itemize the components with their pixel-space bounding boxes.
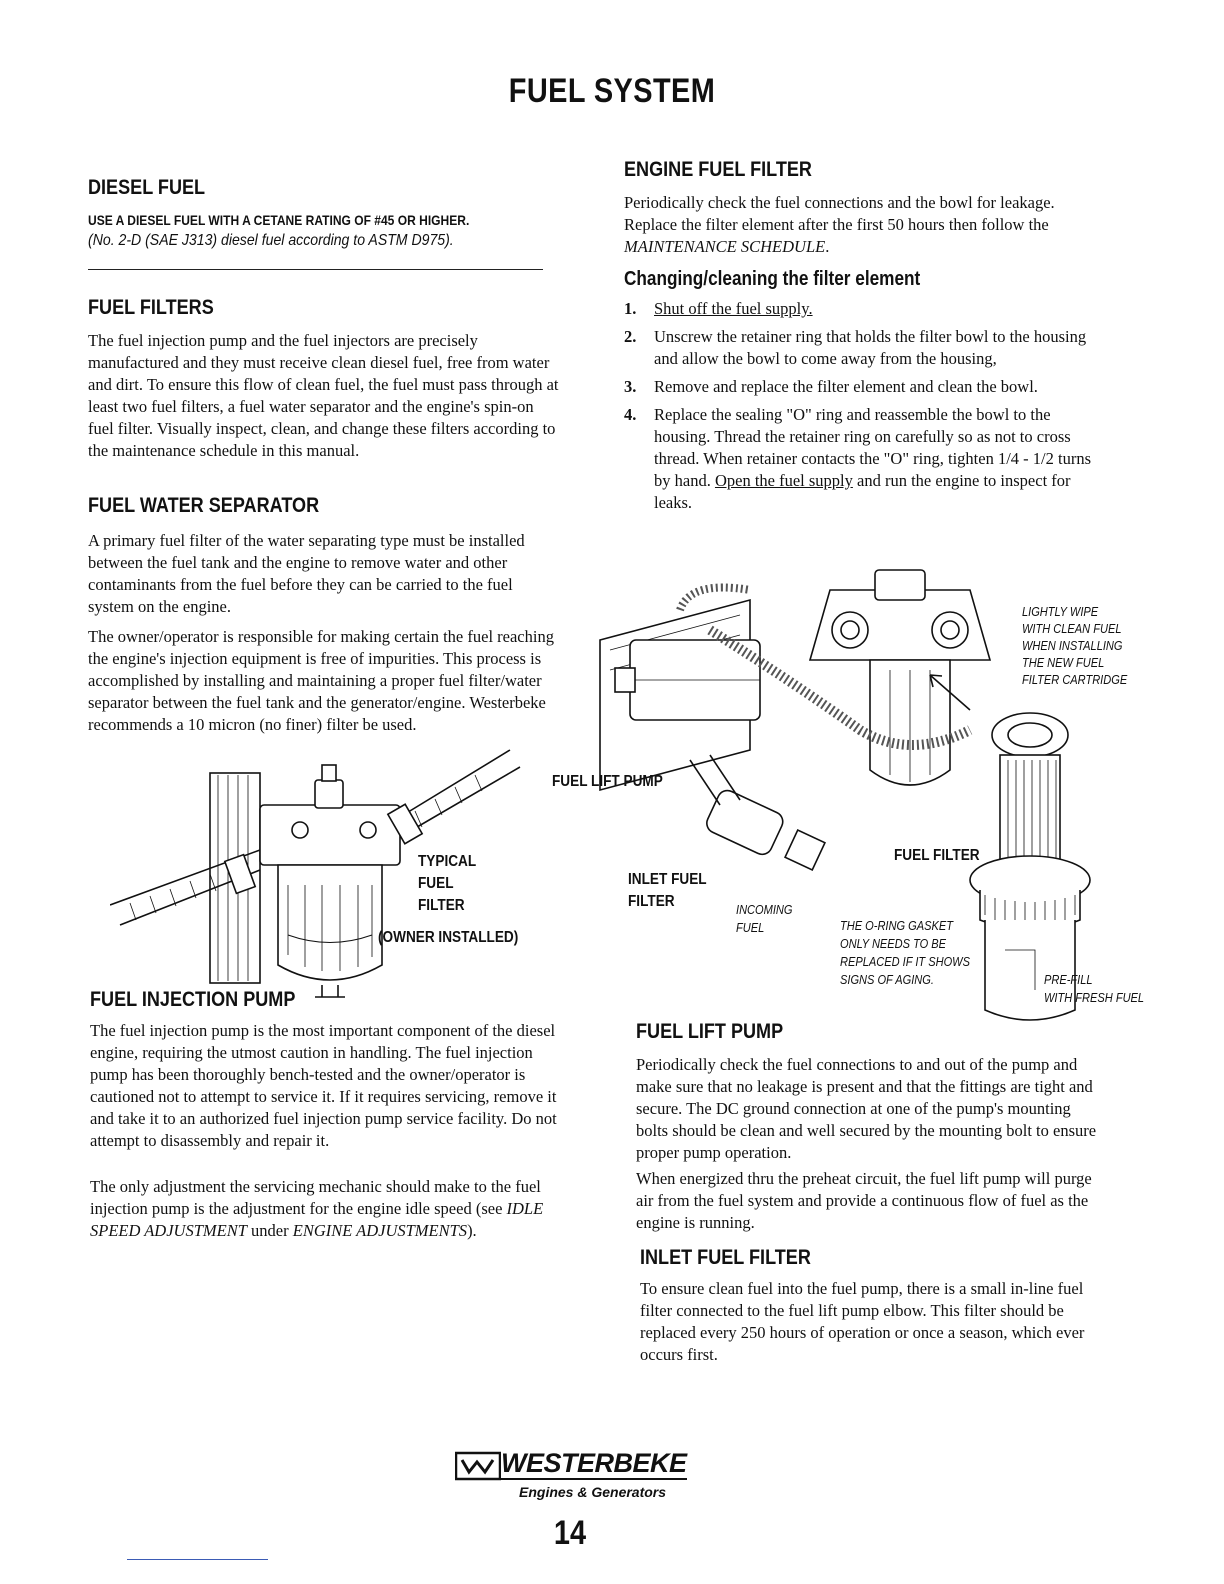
- filter-steps-list: 1.Shut off the fuel supply. 2.Unscrew th…: [624, 298, 1099, 520]
- separator-para-2: The owner/operator is responsible for ma…: [88, 627, 554, 734]
- section-divider: [88, 269, 543, 270]
- engine-fuel-filter-body: Periodically check the fuel connections …: [624, 193, 1055, 256]
- step-2: 2.Unscrew the retainer ring that holds t…: [624, 327, 1087, 368]
- separator-label-filter: FILTER: [418, 897, 465, 914]
- fuel-injection-pump-heading: FUEL INJECTION PUMP: [90, 988, 296, 1011]
- fuel-water-separator-heading: FUEL WATER SEPARATOR: [88, 494, 320, 517]
- westerbeke-logo: WESTERBEKE Engines & Generators: [455, 1448, 715, 1508]
- wipe-note-5: FILTER CARTRIDGE: [1022, 672, 1128, 687]
- fuel-lift-pump-heading: FUEL LIFT PUMP: [636, 1020, 784, 1043]
- wipe-note-4: THE NEW FUEL: [1022, 655, 1105, 670]
- label-fuel-filter: FUEL FILTER: [894, 847, 980, 864]
- wipe-note-1: LIGHTLY WIPE: [1022, 604, 1099, 619]
- diesel-fuel-heading: DIESEL FUEL: [88, 176, 206, 199]
- fuel-spec: (No. 2-D (SAE J313) diesel fuel accordin…: [88, 232, 454, 249]
- label-incoming: INCOMING: [736, 902, 793, 917]
- water-separator-illustration: [110, 749, 521, 998]
- step-1: 1.Shut off the fuel supply.: [624, 299, 813, 318]
- gasket-note-1: THE O-RING GASKET: [840, 918, 953, 933]
- fuel-filters-body: The fuel injection pump and the fuel inj…: [88, 331, 559, 460]
- prefill-note-1: PRE-FILL: [1044, 972, 1093, 987]
- label-incoming-fuel: FUEL: [736, 920, 765, 935]
- wipe-note-3: WHEN INSTALLING: [1022, 638, 1123, 653]
- inlet-fuel-filter-heading: INLET FUEL FILTER: [640, 1246, 811, 1269]
- brand-tagline: Engines & Generators: [519, 1484, 667, 1500]
- page-number: 14: [553, 1514, 587, 1552]
- prefill-note-2: WITH FRESH FUEL: [1044, 990, 1145, 1005]
- injection-pump-para-2: The only adjustment the servicing mechan…: [90, 1177, 544, 1240]
- separator-label-fuel: FUEL: [418, 875, 454, 892]
- step-3: 3.Remove and replace the filter element …: [624, 377, 1038, 396]
- page-title: FUEL SYSTEM: [508, 72, 716, 110]
- engine-fuel-filter-heading: ENGINE FUEL FILTER: [624, 158, 812, 181]
- gasket-note-2: ONLY NEEDS TO BE: [840, 936, 947, 951]
- wipe-note-2: WITH CLEAN FUEL: [1022, 621, 1122, 636]
- label-fuel-lift-pump: FUEL LIFT PUMP: [552, 773, 663, 790]
- engine-fuel-filter-illustration: [599, 569, 1091, 1021]
- gasket-note-4: SIGNS OF AGING.: [840, 972, 934, 987]
- westerbeke-w-icon: [455, 1451, 501, 1481]
- gasket-note-3: REPLACED IF IT SHOWS: [840, 954, 970, 969]
- lift-pump-para-2: When energized thru the preheat circuit,…: [636, 1169, 1092, 1232]
- separator-para-1: A primary fuel filter of the water separ…: [88, 531, 525, 616]
- lift-pump-para-1: Periodically check the fuel connections …: [636, 1055, 1097, 1162]
- label-inlet-fuel-filter: INLET FUEL: [628, 871, 707, 888]
- brand-name: WESTERBEKE: [501, 1448, 687, 1480]
- separator-label-typical: TYPICAL: [418, 853, 477, 870]
- cetane-requirement: USE A DIESEL FUEL WITH A CETANE RATING O…: [88, 212, 470, 228]
- injection-pump-para-1: The fuel injection pump is the most impo…: [90, 1021, 557, 1150]
- inlet-fuel-filter-body: To ensure clean fuel into the fuel pump,…: [640, 1279, 1085, 1364]
- changing-filter-heading: Changing/cleaning the filter element: [624, 268, 921, 290]
- label-inlet-fuel-filter-2: FILTER: [628, 893, 675, 910]
- separator-label-owner-installed: (OWNER INSTALLED): [378, 929, 519, 946]
- fuel-filters-heading: FUEL FILTERS: [88, 296, 214, 319]
- step-4: 4.Replace the sealing "O" ring and reass…: [624, 405, 1092, 512]
- footer-line: [127, 1559, 268, 1560]
